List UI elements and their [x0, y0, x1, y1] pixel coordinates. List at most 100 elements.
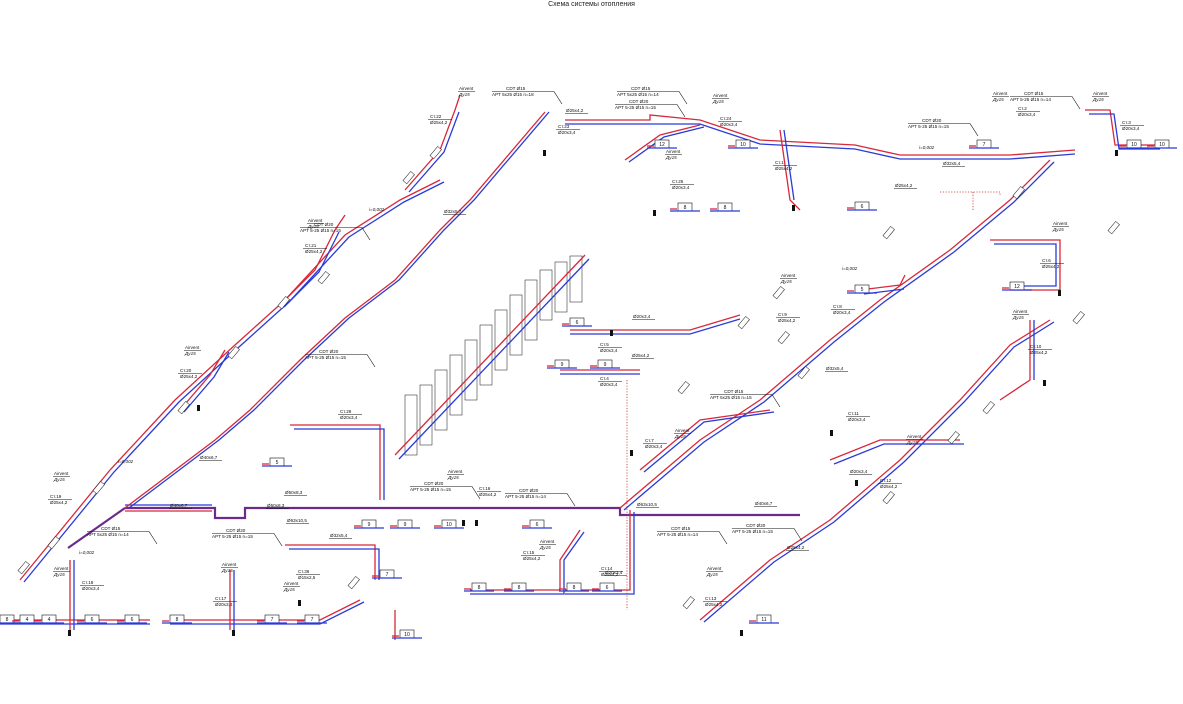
radiator-box: 9 [390, 519, 420, 529]
pipe-size: Ø32x5,4 [330, 533, 348, 538]
riser-pipe-size: Ø25x4,2 [775, 166, 793, 171]
pipe-size-label: Ø40x6,7 [199, 455, 222, 461]
valve-spec: APT 5-25 Ø15 n=15 [908, 124, 949, 129]
valve-type: CDT Ø20 [629, 99, 649, 104]
pipe-size-label: Ø20x3,4 [849, 469, 872, 475]
dn-text: Ду15 [458, 92, 470, 97]
radiator-number: 9 [561, 362, 564, 368]
riser-name: Ст.10 [1030, 344, 1042, 349]
riser-pipe-size: Ø25x4,2 [1030, 350, 1048, 355]
dn-text: Ду15 [712, 99, 724, 104]
valve-type: CDT Ø20 [746, 523, 766, 528]
riser-pipe-size: Ø25x4,2 [479, 492, 497, 497]
radiator-number: 10 [446, 522, 452, 528]
riser-name: Ст.15 [523, 550, 535, 555]
pipe-size-label: Ø25x4,2 [565, 108, 588, 114]
valve-type: CDT Ø15 [724, 389, 744, 394]
pipe-size: Ø63x10,5 [637, 502, 657, 507]
diagonal-radiators [17, 146, 1120, 610]
riser-pipe-size: Ø20x3,4 [82, 586, 100, 591]
riser-name: Ст.13 [705, 596, 717, 601]
riser-pipe-size: Ø25x4,2 [305, 249, 323, 254]
riser-name: Ст.25 [672, 179, 684, 184]
valve-type: CDT Ø20 [424, 481, 444, 486]
riser-labels: Ст.22Ø25x4,2Ст.23Ø20x3,4Ст.24Ø20x3,4Ст.2… [48, 106, 1144, 607]
riser-name: Ст.4 [600, 376, 609, 381]
radiator-number: 8 [724, 205, 727, 211]
riser-pipe-size: Ø25x4,2 [705, 602, 723, 607]
radiator-box: 9 [354, 519, 384, 529]
riser-name: Ст.11 [848, 411, 859, 416]
radiator-number: 9 [368, 522, 371, 528]
valve-type: CDT Ø20 [226, 528, 246, 533]
dn-text: Ду15 [1092, 97, 1104, 102]
riser-name: Ст.24 [720, 116, 732, 121]
radiator-number: 12 [659, 142, 665, 148]
riser-name: Ст.20 [180, 368, 192, 373]
valve-spec: APT 5-25 Ø15 n=15 [212, 534, 253, 539]
radiator-number: 6 [131, 617, 134, 623]
valve-type: CDT Ø20 [922, 118, 942, 123]
riser-name: Ст.14 [601, 566, 613, 571]
radiator-box: 4 [12, 614, 42, 624]
riser-name: Ст.8 [833, 304, 842, 309]
dn-text: Ду15 [665, 155, 677, 160]
radiator-box: 8 [559, 582, 589, 592]
dn-text: Ду15 [53, 477, 65, 482]
radiator-box: 9 [590, 359, 620, 369]
right-lower-branch [699, 319, 1055, 623]
radiator-box: 8 [162, 614, 192, 624]
radiator-number: 4 [26, 617, 29, 623]
airvent-text: Airvent [222, 562, 237, 567]
radiator-box: 6 [592, 582, 622, 592]
pipe-size: Ø63x10,5 [287, 518, 307, 523]
pipe-size-label: Ø40x6,7 [754, 501, 777, 507]
right-risers [779, 109, 1160, 401]
radiator-number: 6 [536, 522, 539, 528]
valve-spec: APT 5x25 Ø15 n=14 [87, 532, 129, 537]
riser-pipe-size: Ø25x4,2 [50, 500, 68, 505]
dn-text: Ду15 [780, 279, 792, 284]
riser-pipe-size: Ø20x3,4 [600, 382, 618, 387]
radiator-number: 6 [861, 204, 864, 210]
valve-spec: APT 5-25 Ø15 n=15 [300, 228, 341, 233]
radiator-box: 8 [0, 614, 22, 624]
riser-name: Ст.19 [50, 494, 62, 499]
riser-name: Ст.9 [778, 312, 787, 317]
radiator-number: 8 [573, 585, 576, 591]
radiator-number: 7 [311, 617, 314, 623]
pipe-size: Ø25x4,2 [566, 108, 584, 113]
radiator-box: 11 [749, 614, 779, 624]
radiator-box: 7 [969, 139, 999, 149]
pipe-size: Ø50x8,3 [267, 503, 285, 508]
riser-pipe-size: Ø25x4,2 [523, 556, 541, 561]
radiator-box: 5 [847, 284, 877, 294]
pipe-size: Ø25x4,2 [787, 545, 805, 550]
radiator-box: 6 [522, 519, 552, 529]
diagram-title: Схема системы отопления [548, 1, 635, 8]
radiator-box: 8 [710, 202, 740, 212]
riser-name: Ст.5 [600, 342, 609, 347]
dn-text: Ду15 [992, 97, 1004, 102]
